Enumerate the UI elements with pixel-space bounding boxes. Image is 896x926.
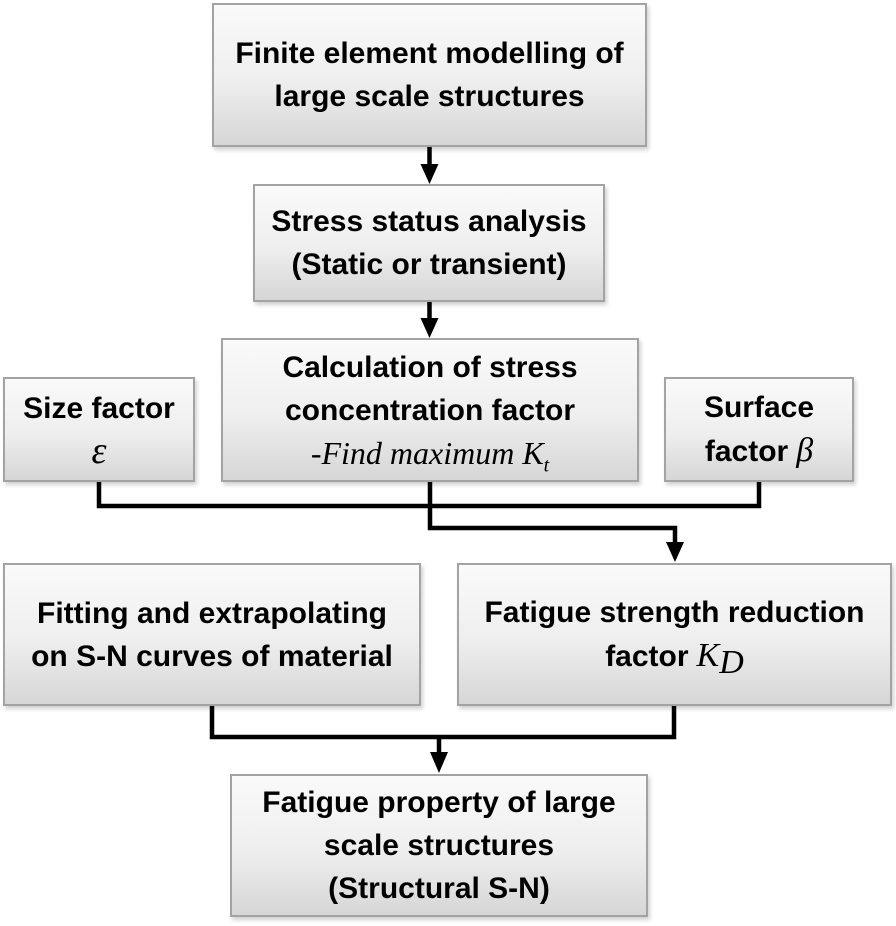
- node-finite-element-modelling: Finite element modelling of large scale …: [212, 3, 647, 147]
- kt-subscript: t: [543, 454, 550, 477]
- node-text-line: Fitting and extrapolating: [37, 596, 387, 630]
- kd-subscript: D: [719, 644, 744, 681]
- node-stress-concentration-factor: Calculation of stress concentration fact…: [221, 338, 639, 482]
- note-text: -Find maximum: [310, 435, 523, 471]
- node-text: factor: [704, 435, 789, 468]
- node-text-line: Calculation of stress: [282, 351, 578, 384]
- arrowhead-fem-stress: [420, 164, 439, 184]
- node-stress-status-analysis: Stress status analysis (Static or transi…: [253, 184, 605, 302]
- node-text: factor: [605, 640, 689, 673]
- node-size-factor: Size factor ε: [3, 377, 195, 482]
- node-text-line: Stress status analysis: [271, 205, 587, 238]
- kd-symbol: K: [696, 637, 720, 674]
- edge-scf-fsr: [427, 480, 678, 544]
- node-fatigue-property-result: Fatigue property of large scale structur…: [230, 774, 648, 917]
- node-text-line: large scale structures: [274, 80, 585, 113]
- beta-symbol: β: [796, 432, 814, 469]
- arrowhead-stress-scf: [420, 318, 439, 338]
- node-text-line: on S-N curves of material: [31, 639, 393, 673]
- node-note-line: -Find maximum Kt: [310, 432, 550, 477]
- node-fitting-extrapolating: Fitting and extrapolating on S-N curves …: [3, 563, 421, 706]
- arrowhead-scf-fsr: [666, 542, 684, 562]
- edge-fitting-fsr-bus: [209, 704, 677, 740]
- node-text-line: Finite element modelling of: [235, 37, 624, 70]
- node-text-line: Fatigue strength reduction: [484, 596, 865, 629]
- node-text-line: (Structural S-N): [328, 872, 550, 905]
- node-text-line: (Static or transient): [291, 248, 567, 281]
- arrowhead-bus-result: [430, 752, 448, 773]
- node-text-line: scale structures: [323, 829, 555, 862]
- node-text-line: Size factor: [23, 392, 175, 425]
- node-text-line: Surface: [703, 391, 815, 424]
- kt-symbol: K: [522, 435, 544, 471]
- epsilon-symbol: ε: [91, 430, 107, 472]
- node-text-line: concentration factor: [284, 394, 576, 427]
- node-text-line: Fatigue property of large: [262, 786, 616, 819]
